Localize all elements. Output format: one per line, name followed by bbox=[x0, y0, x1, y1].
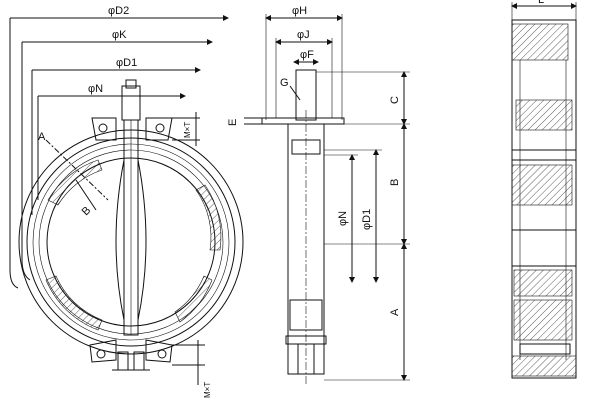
label-j: φJ bbox=[297, 29, 310, 41]
front-dimension-lines bbox=[9, 15, 229, 289]
label-k: φK bbox=[112, 29, 127, 41]
side-view: φH φJ φF G E C B A bbox=[227, 5, 410, 385]
label-mxt-top: M×T bbox=[183, 122, 192, 138]
label-h: φH bbox=[292, 5, 307, 17]
label-f: φF bbox=[300, 49, 314, 61]
label-b: B bbox=[389, 179, 401, 186]
label-c: C bbox=[389, 96, 401, 104]
label-e: E bbox=[227, 119, 239, 126]
section-view: L bbox=[511, 0, 577, 379]
label-n: φN bbox=[88, 83, 103, 95]
label-d2: φD2 bbox=[108, 5, 129, 17]
label-side-d1: φD1 bbox=[361, 209, 373, 230]
label-d1: φD1 bbox=[116, 57, 137, 69]
label-g: G bbox=[280, 77, 289, 89]
front-view: φD2 φK φD1 φN bbox=[9, 5, 244, 398]
label-b-section: B bbox=[80, 204, 94, 218]
label-side-n: φN bbox=[337, 211, 349, 226]
label-l: L bbox=[538, 0, 544, 6]
valve-body-front bbox=[18, 79, 244, 371]
label-a: A bbox=[389, 308, 401, 316]
label-mxt-bottom: M×T bbox=[203, 382, 212, 398]
label-a-section: A bbox=[38, 131, 46, 143]
